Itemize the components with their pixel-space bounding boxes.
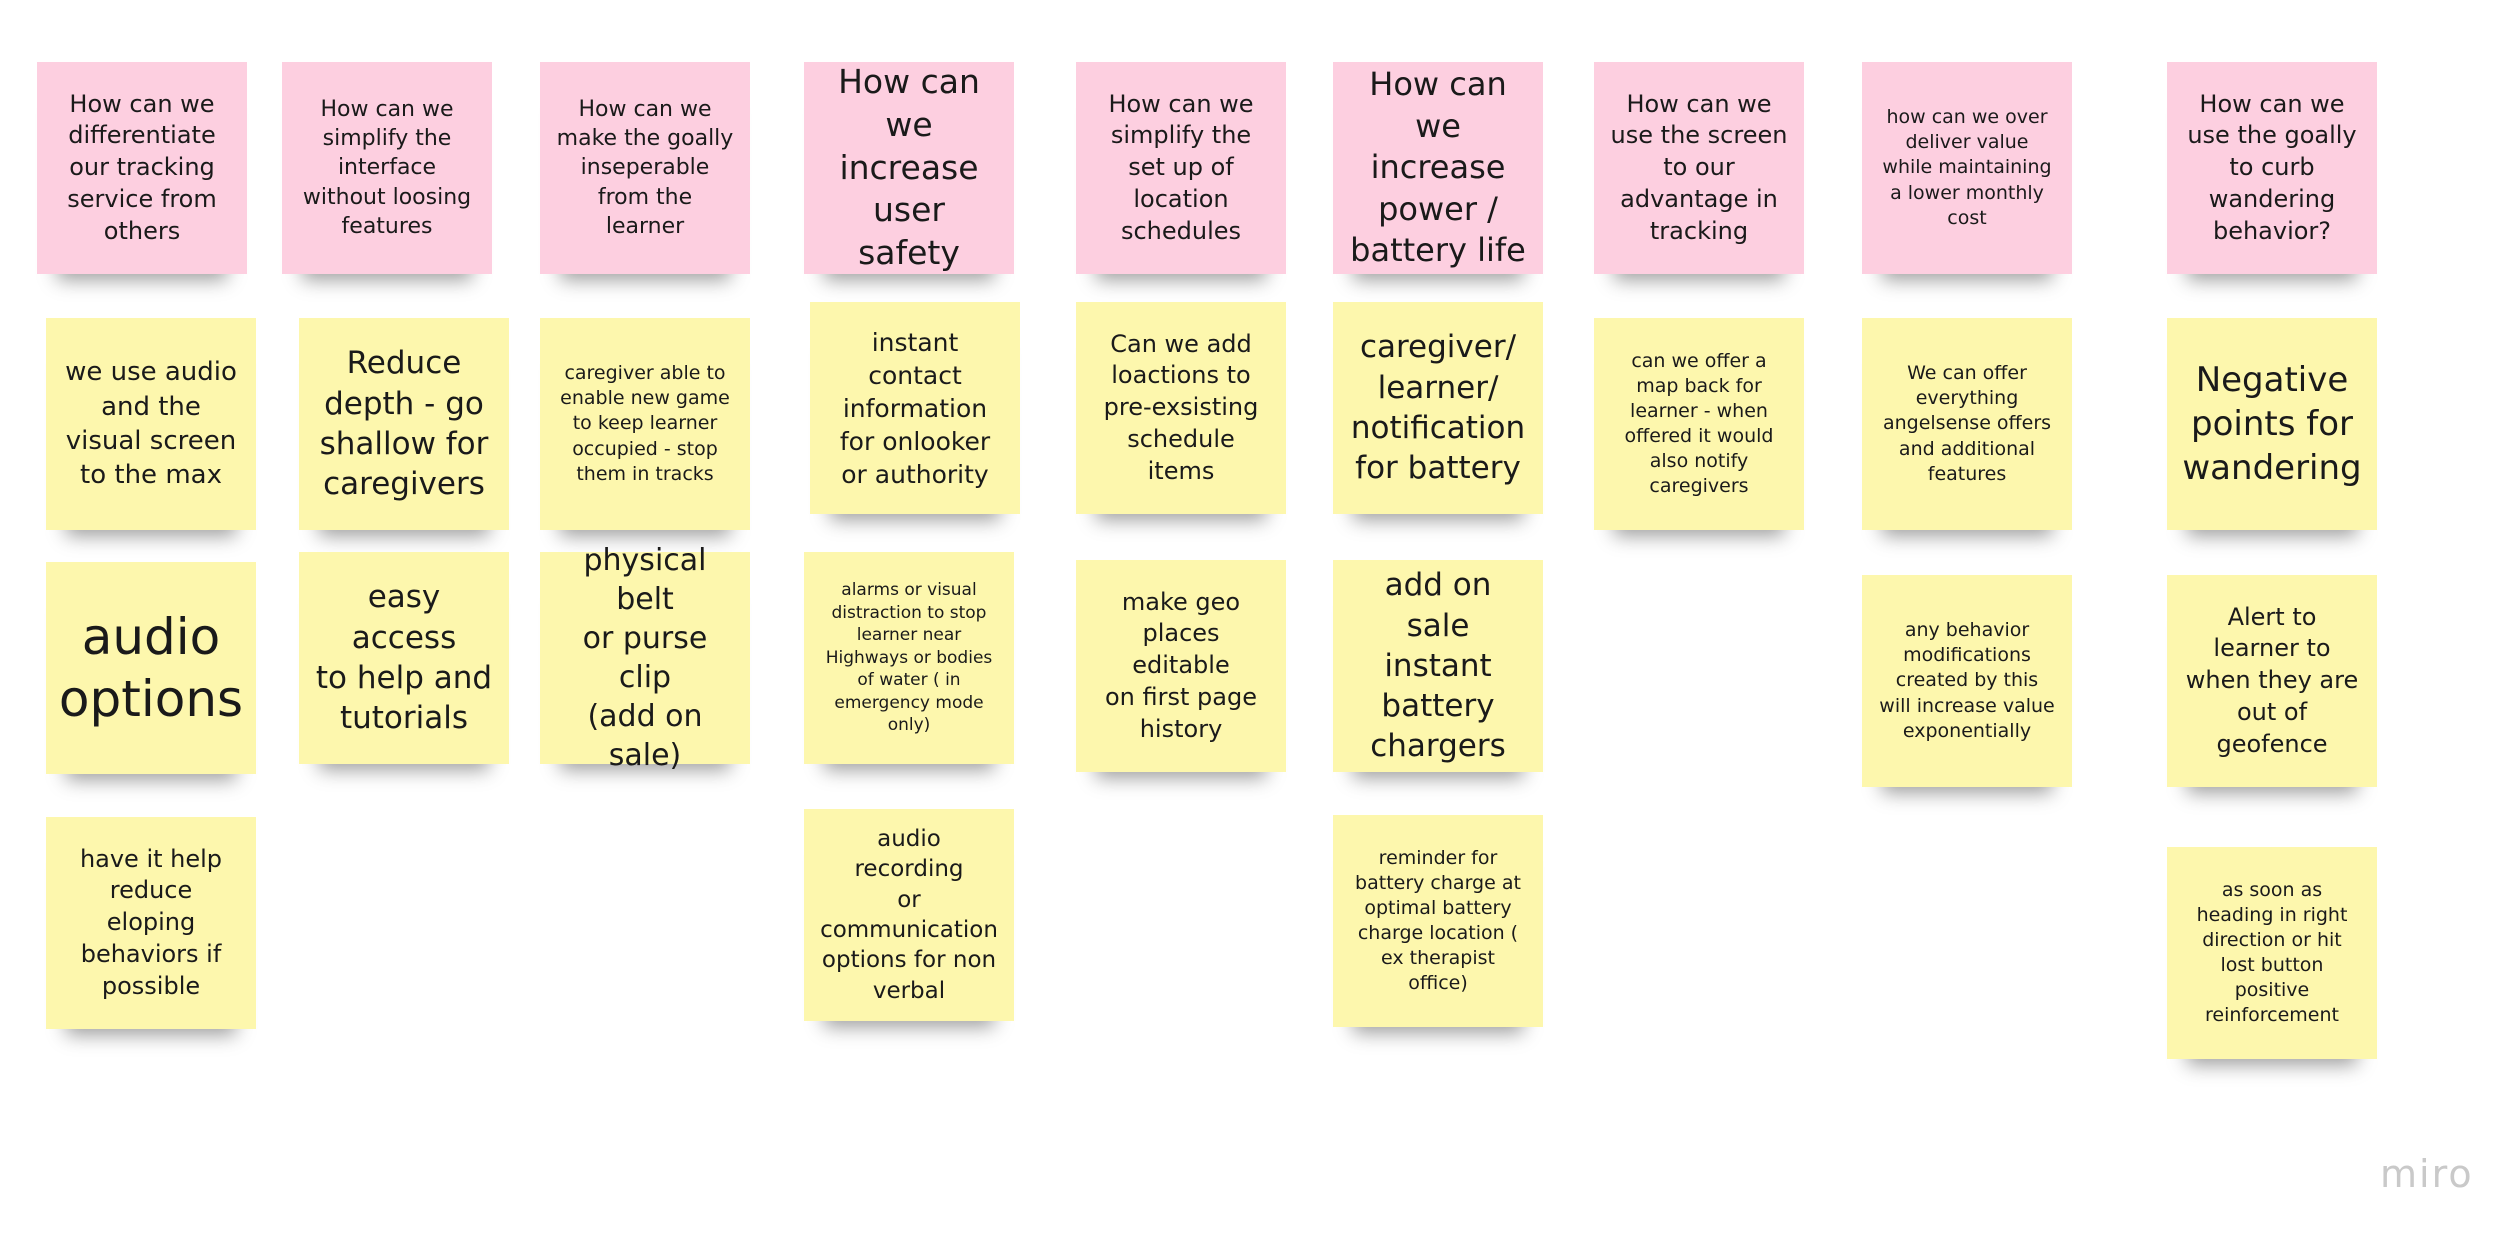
sticky-text: any behavior modifications created by th…	[1879, 619, 2055, 742]
idea-sticky-behavior-modifications[interactable]: any behavior modifications created by th…	[1862, 575, 2072, 787]
sticky-text: make geo places editable on first page h…	[1105, 587, 1257, 743]
idea-sticky-add-locations[interactable]: Can we add loactions to pre-exsisting sc…	[1076, 302, 1286, 514]
question-sticky-location-schedules[interactable]: How can we simplify the set up of locati…	[1076, 62, 1286, 274]
idea-sticky-reduce-eloping[interactable]: have it help reduce eloping behaviors if…	[46, 817, 256, 1029]
idea-sticky-charge-reminder[interactable]: reminder for battery charge at optimal b…	[1333, 815, 1543, 1027]
sticky-text: Negative points for wandering	[2182, 359, 2362, 489]
sticky-text: reminder for battery charge at optimal b…	[1355, 846, 1521, 995]
idea-sticky-audio-recording[interactable]: audio recording or communication options…	[804, 809, 1014, 1021]
idea-sticky-geo-places[interactable]: make geo places editable on first page h…	[1076, 560, 1286, 772]
sticky-text: we use audio and the visual screen to th…	[65, 357, 237, 491]
idea-sticky-alarms-distraction[interactable]: alarms or visual distraction to stop lea…	[804, 552, 1014, 764]
sticky-text: How can we use the screen to our advanta…	[1610, 89, 1788, 245]
sticky-text: audio options	[58, 607, 244, 729]
sticky-text: How can we make the goally inseperable f…	[556, 97, 734, 239]
idea-sticky-positive-reinforcement[interactable]: as soon as heading in right direction or…	[2167, 847, 2377, 1059]
idea-sticky-reduce-depth[interactable]: Reduce depth - go shallow for caregivers	[299, 318, 509, 530]
sticky-text: can we offer a map back for learner - wh…	[1624, 349, 1774, 498]
question-sticky-over-deliver-value[interactable]: how can we over deliver value while main…	[1862, 62, 2072, 274]
question-sticky-simplify-interface[interactable]: How can we simplify the interface withou…	[282, 62, 492, 274]
sticky-text: physical belt or purse clip (add on sale…	[582, 543, 708, 773]
sticky-text: How can we use the goally to curb wander…	[2187, 89, 2357, 245]
sticky-text: audio recording or communication options…	[820, 825, 998, 1004]
idea-sticky-map-back[interactable]: can we offer a map back for learner - wh…	[1594, 318, 1804, 530]
idea-sticky-negative-points[interactable]: Negative points for wandering	[2167, 318, 2377, 530]
question-sticky-differentiate-tracking[interactable]: How can we differentiate our tracking se…	[37, 62, 247, 274]
sticky-text: as soon as heading in right direction or…	[2196, 878, 2348, 1027]
sticky-text: caregiver/ learner/ notification for bat…	[1350, 329, 1526, 487]
sticky-text: How can we simplify the interface withou…	[302, 97, 472, 239]
sticky-text: Reduce depth - go shallow for caregivers	[319, 345, 489, 503]
sticky-text: Can we add loactions to pre-exsisting sc…	[1103, 329, 1259, 485]
sticky-text: How can we increase power / battery life	[1350, 65, 1526, 270]
idea-sticky-geofence-alert[interactable]: Alert to learner to when they are out of…	[2167, 575, 2377, 787]
idea-sticky-help-tutorials[interactable]: easy access to help and tutorials	[299, 552, 509, 764]
question-sticky-user-safety[interactable]: How can we increase user safety	[804, 62, 1014, 274]
question-sticky-battery-life[interactable]: How can we increase power / battery life	[1333, 62, 1543, 274]
sticky-text: How can we simplify the set up of locati…	[1108, 89, 1254, 245]
idea-sticky-audio-visual-screen[interactable]: we use audio and the visual screen to th…	[46, 318, 256, 530]
sticky-text: instant contact information for onlooker…	[839, 327, 991, 489]
idea-sticky-belt-clip[interactable]: physical belt or purse clip (add on sale…	[540, 543, 750, 773]
idea-sticky-audio-options[interactable]: audio options	[46, 562, 256, 774]
sticky-text: easy access to help and tutorials	[315, 579, 493, 737]
idea-sticky-instant-contact[interactable]: instant contact information for onlooker…	[810, 302, 1020, 514]
sticky-text: add on sale instant battery chargers	[1370, 567, 1506, 765]
idea-sticky-new-game[interactable]: caregiver able to enable new game to kee…	[540, 318, 750, 530]
sticky-text: Alert to learner to when they are out of…	[2185, 602, 2359, 758]
sticky-text: have it help reduce eloping behaviors if…	[79, 844, 223, 1000]
idea-sticky-battery-notification[interactable]: caregiver/ learner/ notification for bat…	[1333, 302, 1543, 514]
sticky-text: How can we differentiate our tracking se…	[67, 89, 217, 245]
sticky-text: alarms or visual distraction to stop lea…	[825, 580, 993, 736]
sticky-text: We can offer everything angelsense offer…	[1882, 362, 2052, 485]
question-sticky-curb-wandering[interactable]: How can we use the goally to curb wander…	[2167, 62, 2377, 274]
miro-logo: miro	[2380, 1152, 2474, 1196]
idea-sticky-angelsense[interactable]: We can offer everything angelsense offer…	[1862, 318, 2072, 530]
question-sticky-inseperable[interactable]: How can we make the goally inseperable f…	[540, 62, 750, 274]
question-sticky-screen-advantage[interactable]: How can we use the screen to our advanta…	[1594, 62, 1804, 274]
sticky-text: caregiver able to enable new game to kee…	[560, 362, 730, 485]
idea-sticky-instant-chargers[interactable]: add on sale instant battery chargers	[1333, 560, 1543, 772]
sticky-text: How can we increase user safety	[838, 61, 980, 273]
sticky-text: how can we over deliver value while main…	[1882, 106, 2052, 229]
